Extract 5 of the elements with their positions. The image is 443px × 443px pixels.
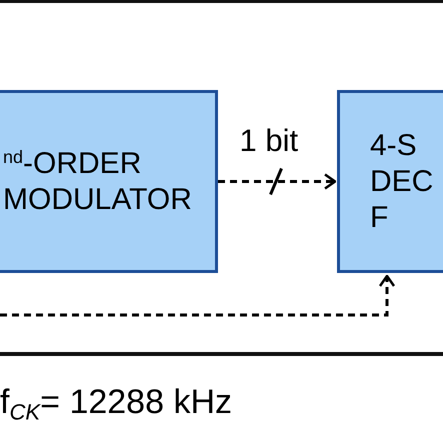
process-box — [0, 90, 218, 273]
process-box — [337, 90, 443, 273]
box-label: 4-S DEC F — [370, 128, 434, 236]
box-label: $^{nd}$-ORDER MODULATOR — [3, 146, 193, 218]
frequency-label: f$_{CK}$= 12288 kHz — [0, 383, 232, 426]
